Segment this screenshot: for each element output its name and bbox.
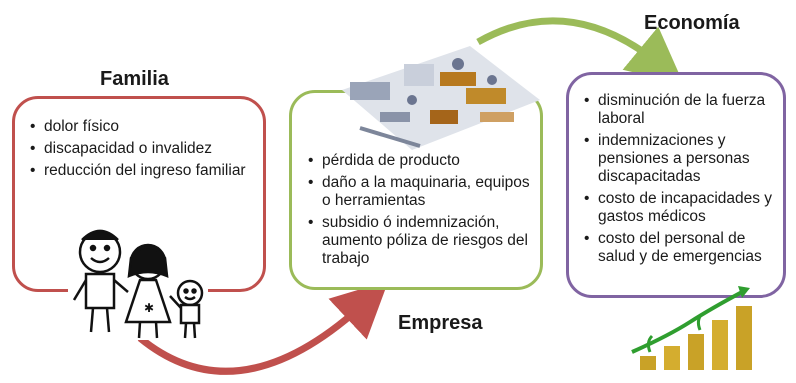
familia-item: reducción del ingreso familiar <box>30 162 258 180</box>
familia-title: Familia <box>100 68 169 90</box>
economia-item: costo del personal de salud y de emergen… <box>584 230 784 266</box>
economia-item: indemnizaciones y pensiones a personas d… <box>584 132 784 186</box>
empresa-item: pérdida de producto <box>308 152 540 170</box>
familia-list: dolor físico discapacidad o invalidez re… <box>30 118 258 184</box>
empresa-list: pérdida de producto daño a la maquinaria… <box>308 152 540 272</box>
family-drawing-icon: ✱ <box>68 222 208 340</box>
economia-title: Economía <box>644 12 740 34</box>
coin-stacks-growth-icon <box>631 286 752 370</box>
economia-list: disminución de la fuerza laboral indemni… <box>584 92 784 270</box>
familia-item: discapacidad o invalidez <box>30 140 258 158</box>
arrow-familia-to-empresa <box>137 280 389 375</box>
svg-text:✱: ✱ <box>144 301 154 315</box>
economia-item: disminución de la fuerza laboral <box>584 92 784 128</box>
familia-item: dolor físico <box>30 118 258 136</box>
empresa-item: daño a la maquinaria, equipos o herramie… <box>308 174 540 210</box>
empresa-title: Empresa <box>398 312 483 334</box>
factory-illustration-icon <box>342 46 540 150</box>
arrow-empresa-to-economia <box>476 17 684 84</box>
empresa-item: subsidio ó indemnización, aumento póliza… <box>308 214 540 268</box>
economia-item: costo de incapacidades y gastos médicos <box>584 190 784 226</box>
